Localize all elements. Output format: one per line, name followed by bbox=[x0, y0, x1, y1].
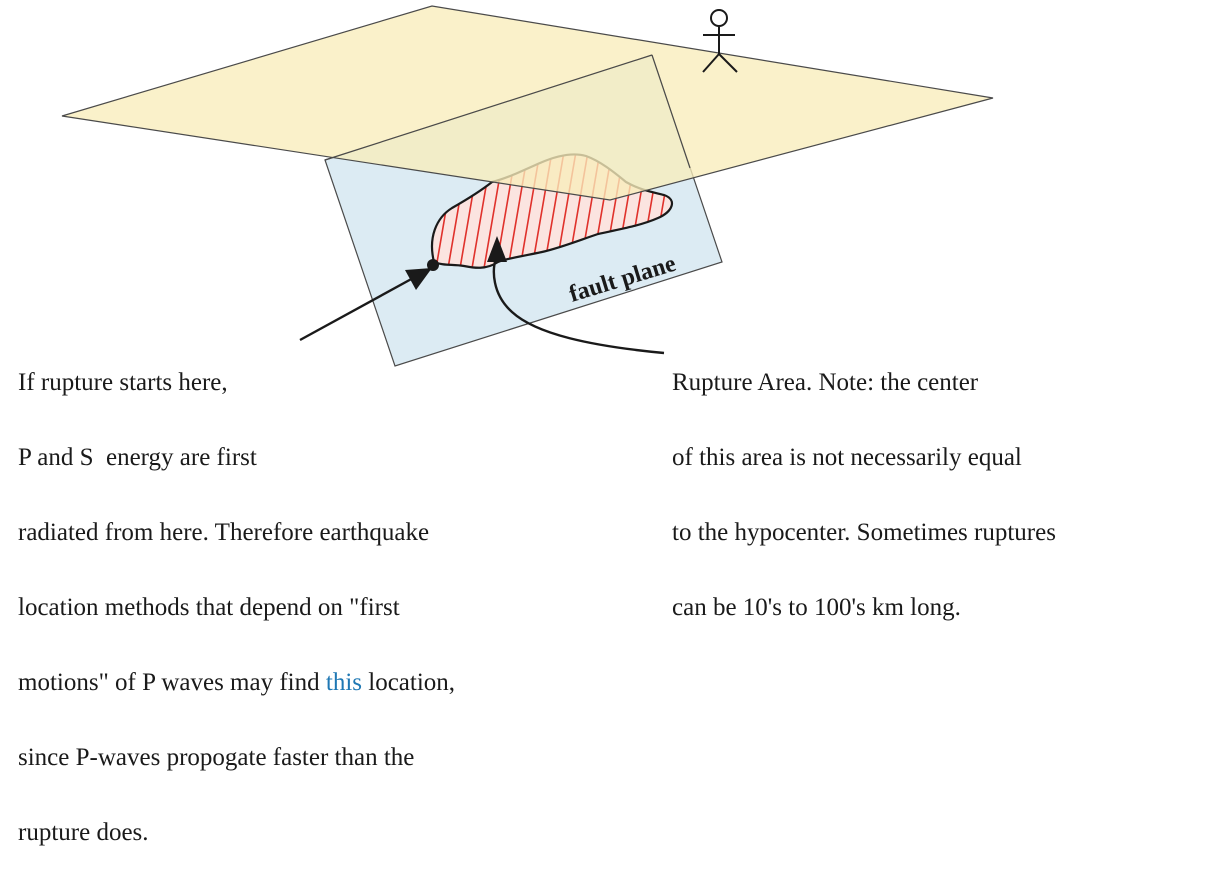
highlighted-word: this bbox=[325, 669, 362, 696]
hypocenter-dot bbox=[427, 259, 439, 271]
caption-line: P and S energy are first bbox=[18, 444, 257, 471]
hypocenter-caption: If rupture starts here, P and S energy a… bbox=[18, 320, 455, 870]
caption-line: If rupture starts here, bbox=[18, 369, 228, 396]
caption-line: of this area is not necessarily equal bbox=[672, 444, 1022, 471]
caption-line: location methods that depend on "first bbox=[18, 594, 400, 621]
caption-line: Rupture Area. Note: the center bbox=[672, 369, 979, 396]
caption-text: location, bbox=[362, 669, 456, 696]
caption-line: to the hypocenter. Sometimes ruptures bbox=[672, 519, 1056, 546]
fault-trace bbox=[324, 54, 653, 161]
ground-surface bbox=[61, 5, 994, 201]
caption-line: rupture does. bbox=[18, 819, 149, 846]
caption-text: motions" of P waves may find bbox=[18, 669, 326, 696]
rupture-area-arrowhead bbox=[487, 236, 507, 262]
rupture-area-arrow bbox=[492, 257, 665, 355]
caption-line: can be 10's to 100's km long. bbox=[672, 594, 961, 621]
person-icon bbox=[702, 9, 738, 73]
rupture-area-caption: Rupture Area. Note: the center of this a… bbox=[672, 320, 1056, 645]
hypocenter-arrowhead bbox=[405, 268, 432, 290]
caption-line: motions" of P waves may find this locati… bbox=[18, 670, 455, 695]
hypocenter-arrow bbox=[299, 275, 416, 342]
caption-line: radiated from here. Therefore earthquake bbox=[18, 519, 430, 546]
earthquake-fault-diagram: fault plane bbox=[61, 5, 994, 367]
fault-plane-edge bbox=[651, 54, 691, 169]
caption-line: since P-waves propogate faster than the bbox=[18, 744, 415, 771]
